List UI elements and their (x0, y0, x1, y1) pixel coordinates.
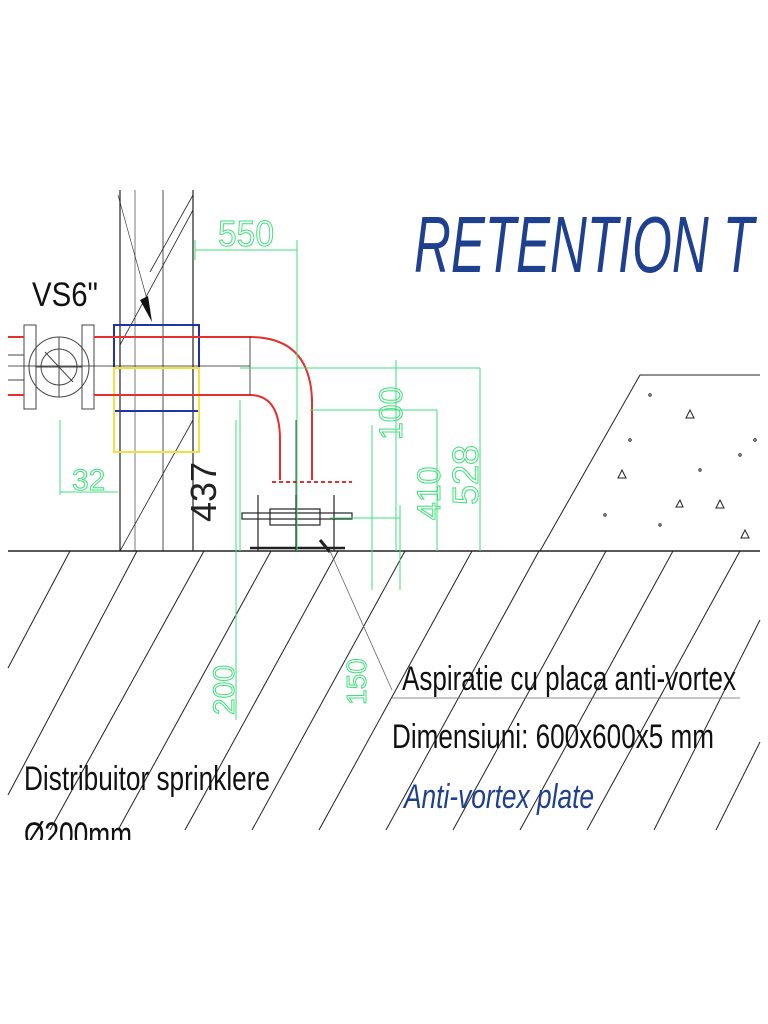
concrete-block (539, 374, 760, 552)
note-distributor: Distribuitor sprinklere (24, 760, 270, 798)
note-aspiration: Aspiratie cu placa anti-vortex (402, 660, 736, 698)
note-dimensions: Dimensiuni: 600x600x5 mm (392, 718, 714, 756)
valve-symbol (8, 324, 95, 410)
soil-hatching (7, 550, 761, 831)
note-leaders (329, 550, 740, 699)
leader-arrow (140, 296, 152, 322)
dimension-150: 150 (341, 658, 372, 705)
dimension-410: 410 (411, 467, 447, 520)
dimension-32: 32 (72, 464, 105, 497)
dimension-437: 437 (183, 462, 224, 522)
dimension-lines (59, 240, 481, 720)
dimension-528: 528 (445, 445, 486, 505)
wall (117, 190, 194, 552)
anti-vortex-plate (241, 495, 353, 553)
valve-label: VS6" (32, 276, 98, 314)
dimension-100: 100 (373, 387, 409, 440)
note-diameter-clip: Ø200mm (24, 816, 132, 854)
page-bottom-margin (0, 832, 768, 1024)
dimension-550: 550 (218, 213, 274, 254)
note-plate-en: Anti-vortex plate (402, 778, 594, 816)
wall-sleeve-inner (113, 367, 200, 453)
suction-pipe (8, 336, 352, 483)
drawing-title: RETENTION T (414, 200, 757, 289)
dimension-200: 200 (208, 665, 241, 715)
